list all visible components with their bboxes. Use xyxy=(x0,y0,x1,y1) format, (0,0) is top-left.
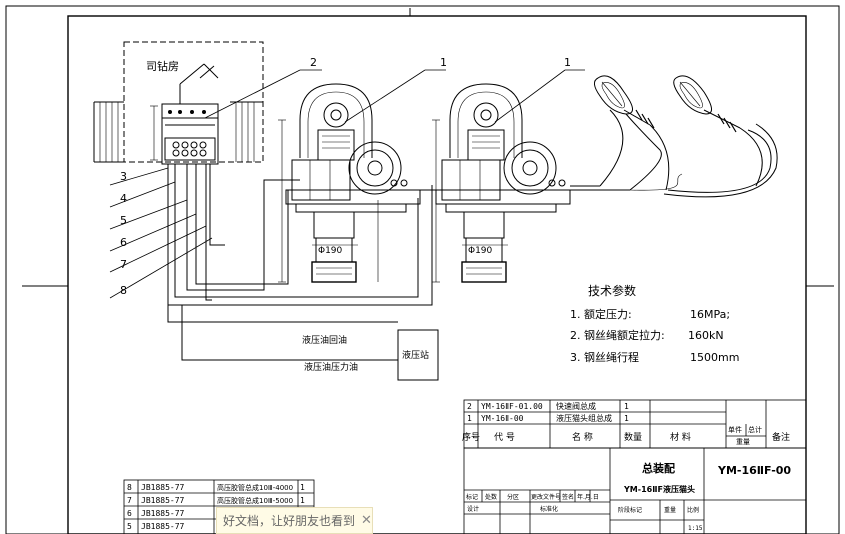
pressure-oil-label: 液压油压力油 xyxy=(304,361,358,373)
hdr-remarks: 备注 xyxy=(772,431,790,443)
tech-param-2-value: 160kN xyxy=(688,329,724,342)
title-subtitle: YM-16ⅡF液压猫头 xyxy=(623,484,695,494)
tech-param-1-value: 16MPa; xyxy=(690,308,730,321)
design-label: 设计 xyxy=(467,505,479,513)
callout-5: 5 xyxy=(120,214,127,227)
hdr-no: 序号 xyxy=(462,431,480,443)
change-hdr-sign: 签名 xyxy=(562,493,574,501)
weight-label: 重量 xyxy=(664,506,676,514)
tech-param-1-label: 1. 额定压力: xyxy=(570,307,632,321)
hose-row-2-no: 7 xyxy=(127,496,132,505)
part-row-2-name: 液压猫头组总成 xyxy=(556,413,612,423)
change-hdr-count: 处数 xyxy=(485,493,497,501)
part-row-1-no: 2 xyxy=(467,402,472,411)
hdr-name: 名 称 xyxy=(572,431,593,443)
hose-row-2-qty: 1 xyxy=(300,496,305,505)
hose-row-4-no: 5 xyxy=(127,522,132,531)
operator-room xyxy=(93,41,264,163)
callout-leaders xyxy=(109,69,585,299)
share-toast[interactable]: 好文档，让好朋友也看到 ✕ xyxy=(216,507,373,534)
scale-value: 1:15 xyxy=(688,525,703,532)
callout-1a: 1 xyxy=(440,56,447,69)
part-row-2-code: YM-16Ⅱ-00 xyxy=(481,414,524,423)
hose-row-1-qty: 1 xyxy=(300,483,305,492)
part-row-1-code: YM-16ⅡF-01.00 xyxy=(481,402,543,411)
hydraulic-station xyxy=(397,329,439,381)
hdr-single: 单件 xyxy=(728,425,742,434)
callout-8: 8 xyxy=(120,284,127,297)
hose-row-4-std: JB1885-77 xyxy=(141,522,185,531)
hdr-total: 总计 xyxy=(748,425,762,434)
hdr-code: 代 号 xyxy=(494,432,515,443)
hose-row-2-std: JB1885-77 xyxy=(141,496,185,505)
control-console xyxy=(161,63,219,165)
change-hdr-zone: 分区 xyxy=(507,493,519,501)
drawing-number: YM-16ⅡF-00 xyxy=(717,464,791,477)
unit2-diameter: Φ190 xyxy=(468,246,493,256)
hose-row-3-std: JB1885-77 xyxy=(141,509,185,518)
tech-params-title: 技术参数 xyxy=(588,283,636,298)
change-hdr-date: 年.月.日 xyxy=(577,493,599,501)
hose-row-3-no: 6 xyxy=(127,509,132,518)
part-row-2-no: 1 xyxy=(467,414,472,423)
share-toast-text[interactable]: 好文档，让好朋友也看到 xyxy=(223,514,356,528)
return-oil-label: 液压油回油 xyxy=(302,334,347,346)
standard-label: 标准化 xyxy=(540,505,558,513)
callout-2: 2 xyxy=(310,56,317,69)
part-row-1-name: 快速阀总成 xyxy=(556,401,596,411)
hdr-weight: 重量 xyxy=(736,438,750,446)
tech-param-3-label: 3. 钢丝绳行程 xyxy=(570,350,639,364)
parts-list-table xyxy=(463,399,807,449)
hdr-material: 材 料 xyxy=(670,431,691,443)
hose-row-1-name: 高压胶管总成10Ⅲ-4000 xyxy=(217,483,293,492)
hydraulic-cathead-unit-2 xyxy=(406,83,571,283)
part-row-1-qty: 1 xyxy=(624,402,629,411)
hdr-qty: 数量 xyxy=(624,431,642,443)
callout-1b: 1 xyxy=(564,56,571,69)
title-block xyxy=(463,447,807,534)
title-main: 总装配 xyxy=(642,461,675,475)
hose-row-1-no: 8 xyxy=(127,483,132,492)
wire-rope-assembly xyxy=(570,75,778,198)
hose-row-2-name: 高压胶管总成10Ⅲ-5000 xyxy=(217,496,293,505)
hose-row-1-std: JB1885-77 xyxy=(141,483,185,492)
callout-7: 7 xyxy=(120,258,127,271)
unit1-diameter: Φ190 xyxy=(318,246,343,256)
tech-param-2-label: 2. 钢丝绳额定拉力: xyxy=(570,328,665,342)
close-icon[interactable]: ✕ xyxy=(361,513,372,528)
part-row-2-qty: 1 xyxy=(624,414,629,423)
callout-6: 6 xyxy=(120,236,127,249)
change-hdr-mark: 标记 xyxy=(466,493,478,501)
tech-param-3-value: 1500mm xyxy=(690,351,739,364)
callout-4: 4 xyxy=(120,192,127,205)
stage-label: 阶段标记 xyxy=(618,506,642,514)
hydraulic-cathead-unit-1 xyxy=(278,83,421,283)
change-hdr-doc: 更改文件号 xyxy=(531,493,561,501)
hydraulic-station-label: 液压站 xyxy=(402,349,429,361)
operator-room-label: 司钻房 xyxy=(146,59,179,73)
scale-label: 比例 xyxy=(687,506,699,514)
callout-3: 3 xyxy=(120,170,127,183)
hose-lines xyxy=(167,164,433,361)
